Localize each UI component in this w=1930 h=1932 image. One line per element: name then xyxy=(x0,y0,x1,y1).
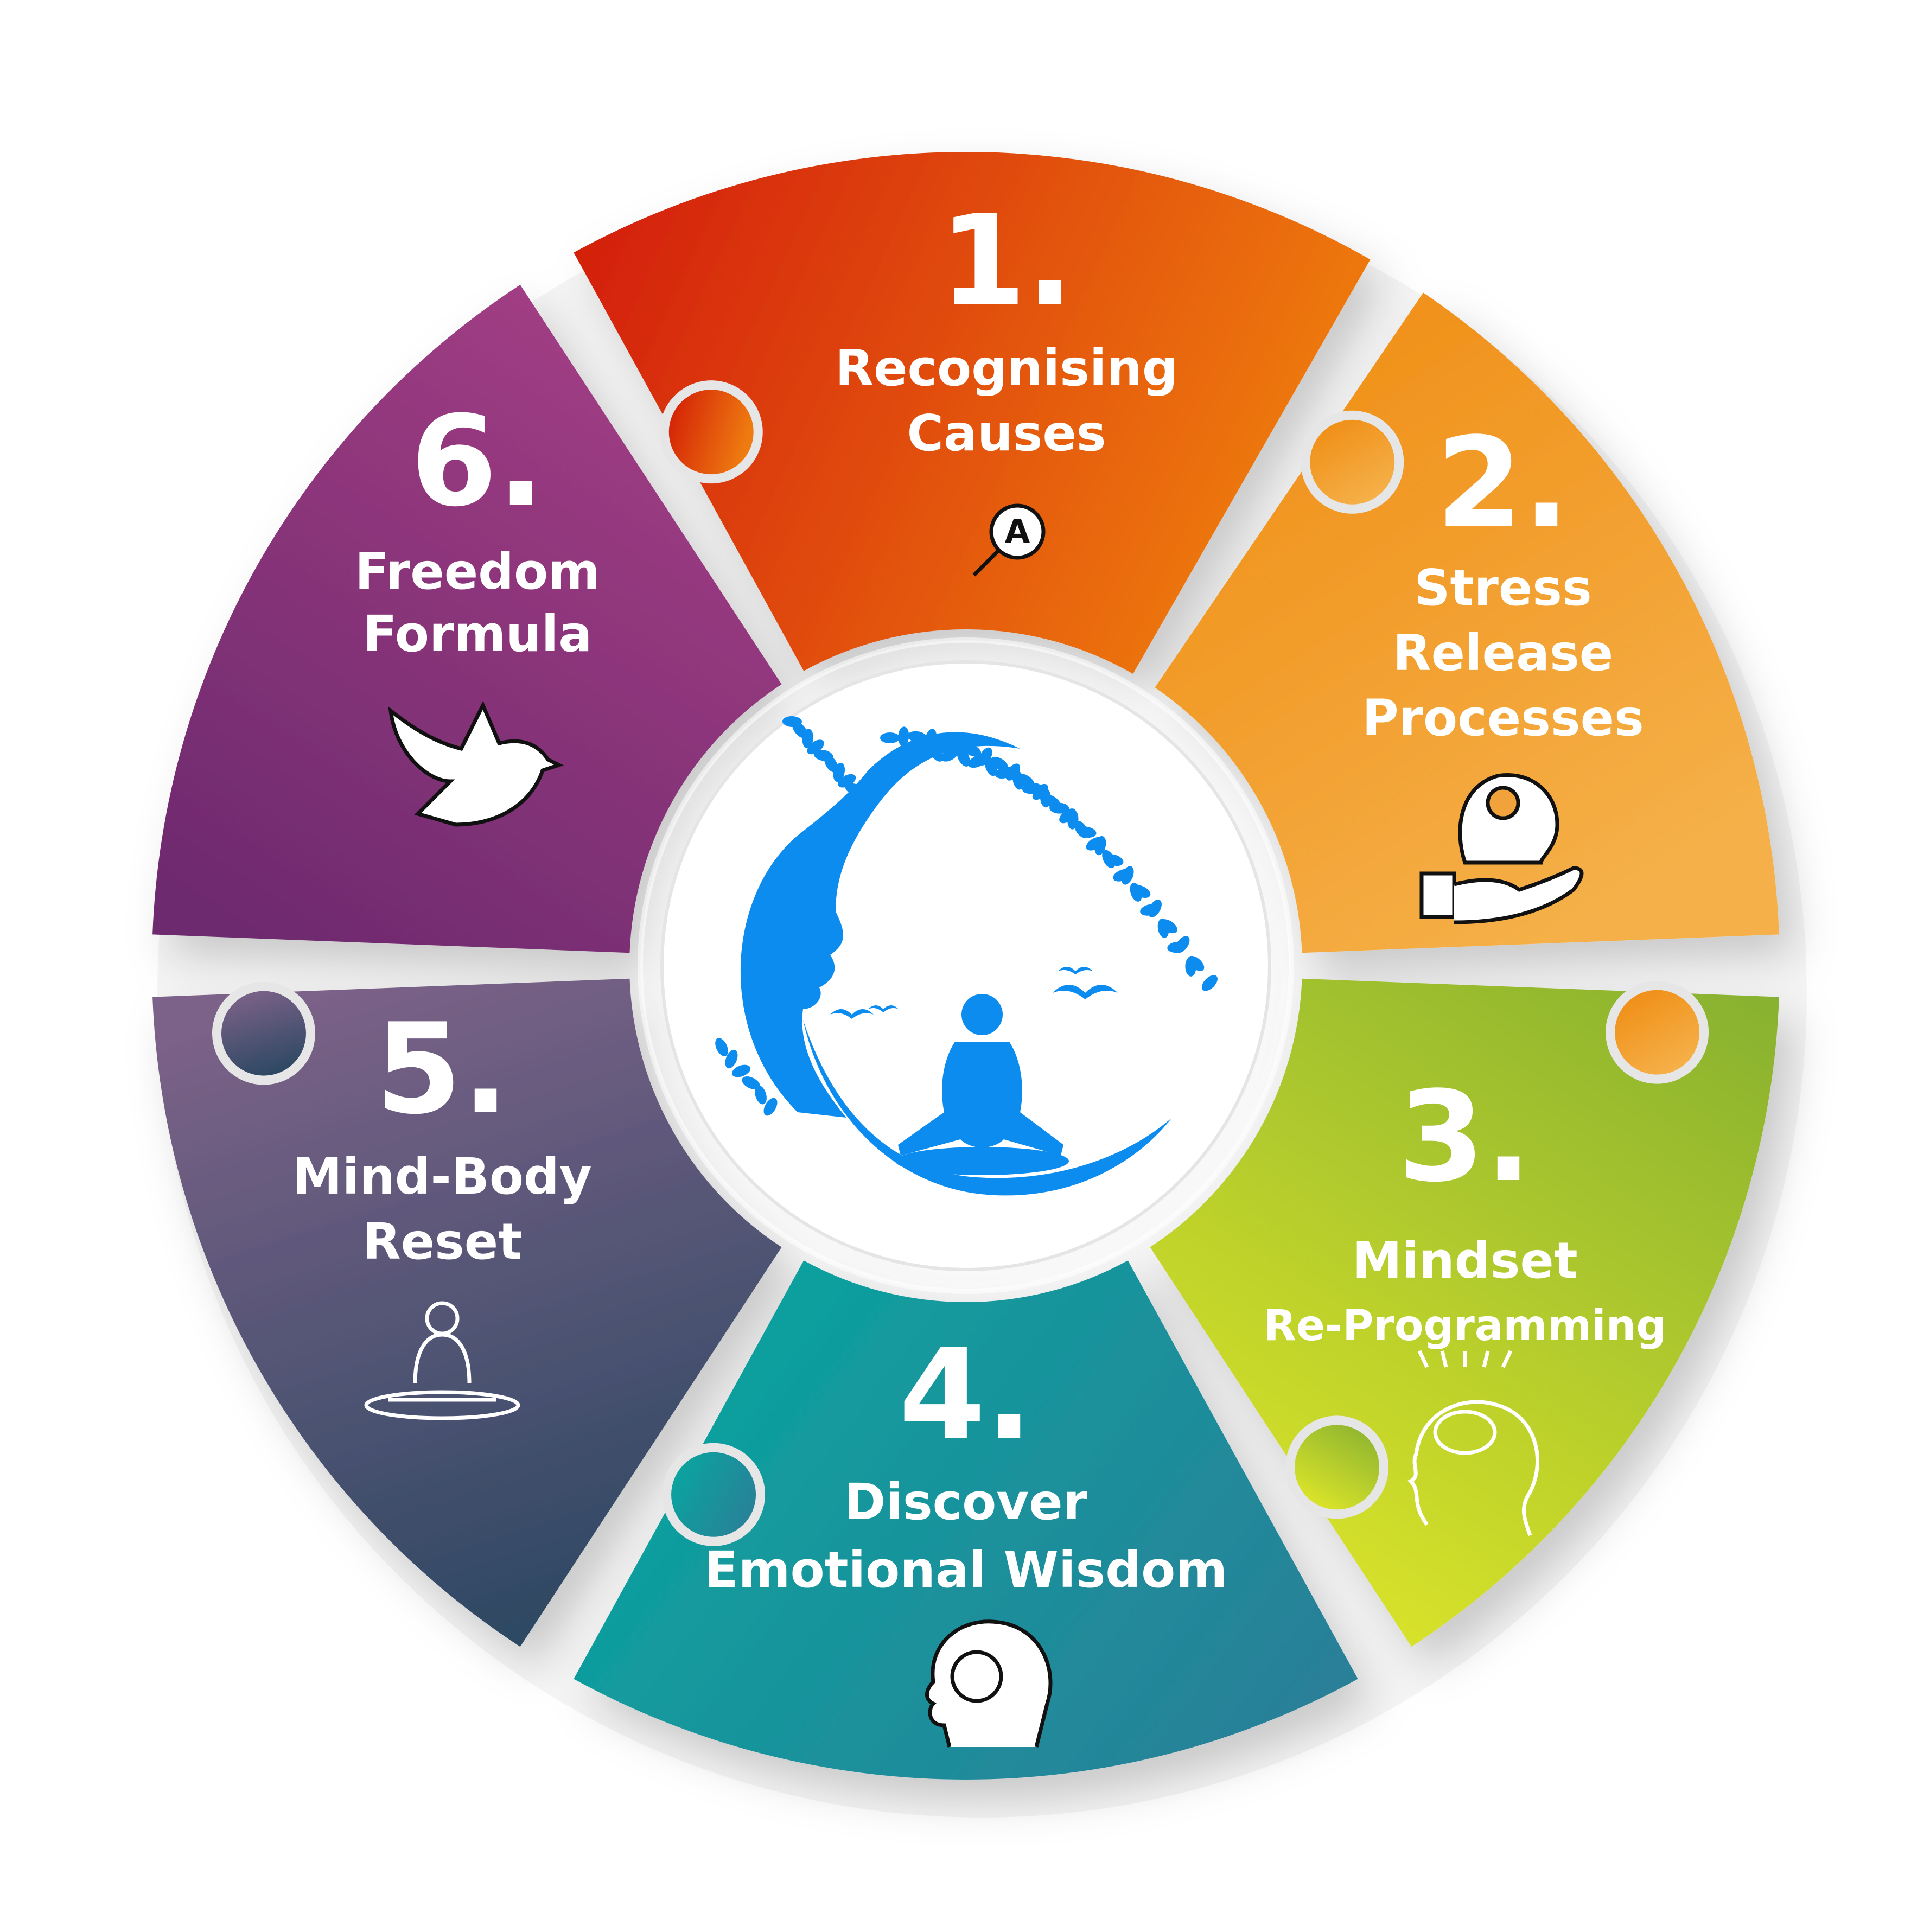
leaf xyxy=(898,726,909,747)
leaf xyxy=(1167,941,1187,953)
leaf xyxy=(715,1038,728,1056)
leaf xyxy=(929,744,944,762)
center-disc xyxy=(660,660,1271,1271)
segment-5 xyxy=(152,978,782,1647)
head-circuit-brain-icon xyxy=(925,1619,1053,1748)
leaf xyxy=(1157,919,1169,938)
leaf xyxy=(925,729,937,748)
step-label-line: Mindset xyxy=(1352,1232,1578,1290)
step-label-line: Reset xyxy=(362,1213,522,1271)
step-label-line: Recognising xyxy=(835,339,1178,397)
step-label-line: Formula xyxy=(363,605,593,663)
step-number: 2. xyxy=(1436,411,1570,556)
leaf xyxy=(731,1064,751,1077)
step-label-line: Stress xyxy=(1414,559,1592,617)
leaf xyxy=(802,729,813,749)
hand-head-flower-gear-icon xyxy=(1419,773,1584,924)
leaf xyxy=(1005,763,1021,781)
meditating-person-icon xyxy=(364,1301,520,1420)
leaf xyxy=(763,1098,778,1116)
step-number: 6. xyxy=(410,390,544,534)
leaf xyxy=(1074,820,1088,838)
step-label-line: Release xyxy=(1393,624,1613,682)
leaf xyxy=(963,744,982,757)
leaf xyxy=(952,736,965,755)
step-number: 3. xyxy=(1398,1065,1532,1210)
leaf xyxy=(1032,783,1048,800)
leaf xyxy=(1018,774,1035,789)
step-number: 4. xyxy=(899,1323,1033,1468)
step-label-line: Re-Programming xyxy=(1264,1302,1666,1350)
leaf xyxy=(1140,904,1160,916)
puzzle-knob-5 xyxy=(671,1452,756,1537)
step-number: 1. xyxy=(939,189,1073,334)
leaf xyxy=(935,735,954,748)
leaf xyxy=(824,755,838,773)
step-number: 5. xyxy=(375,997,509,1142)
lightbulb-brain-head-icon xyxy=(1407,1350,1539,1536)
svg-text:A: A xyxy=(1005,513,1030,551)
step-label-line: Causes xyxy=(907,404,1106,462)
leaf xyxy=(979,747,992,766)
puzzle-knob-6 xyxy=(221,991,306,1076)
puzzle-knob-3 xyxy=(1615,990,1700,1075)
leaf xyxy=(914,745,931,761)
leaf xyxy=(1113,869,1132,882)
segment-6 xyxy=(152,284,782,953)
step-label-line: Freedom xyxy=(355,543,600,601)
puzzle-knob-2 xyxy=(1310,419,1395,505)
meditation-tree-logo-icon xyxy=(715,716,1218,1196)
leaf xyxy=(845,783,864,795)
step-label-line: Emotional Wisdom xyxy=(704,1541,1227,1599)
leaf xyxy=(1130,883,1142,902)
segment-4 xyxy=(574,1260,1358,1780)
leaf xyxy=(1059,808,1077,824)
segment-2 xyxy=(1155,292,1779,953)
leaf xyxy=(833,762,845,782)
leaf xyxy=(907,731,927,743)
step-label-line: Processes xyxy=(1362,689,1644,747)
segment-1 xyxy=(574,152,1371,674)
leaf xyxy=(880,732,900,743)
magnifier-letter-a-icon: A xyxy=(972,503,1046,577)
leaf xyxy=(1185,957,1196,977)
leaf xyxy=(1201,975,1218,991)
leaf xyxy=(1086,837,1104,851)
leaf xyxy=(755,1085,767,1105)
step-label-line: Mind-Body xyxy=(292,1147,592,1206)
leaf xyxy=(990,756,1008,771)
leaf xyxy=(901,746,917,762)
leaf xyxy=(807,739,824,755)
puzzle-knob-1 xyxy=(668,390,754,475)
puzzle-knob-4 xyxy=(1295,1425,1380,1510)
leaf xyxy=(725,1049,738,1069)
leaf xyxy=(742,1076,760,1089)
leaf xyxy=(1046,795,1062,812)
dove-icon xyxy=(388,700,564,827)
step-label-line: Discover xyxy=(844,1473,1088,1531)
leaf xyxy=(1102,850,1116,869)
